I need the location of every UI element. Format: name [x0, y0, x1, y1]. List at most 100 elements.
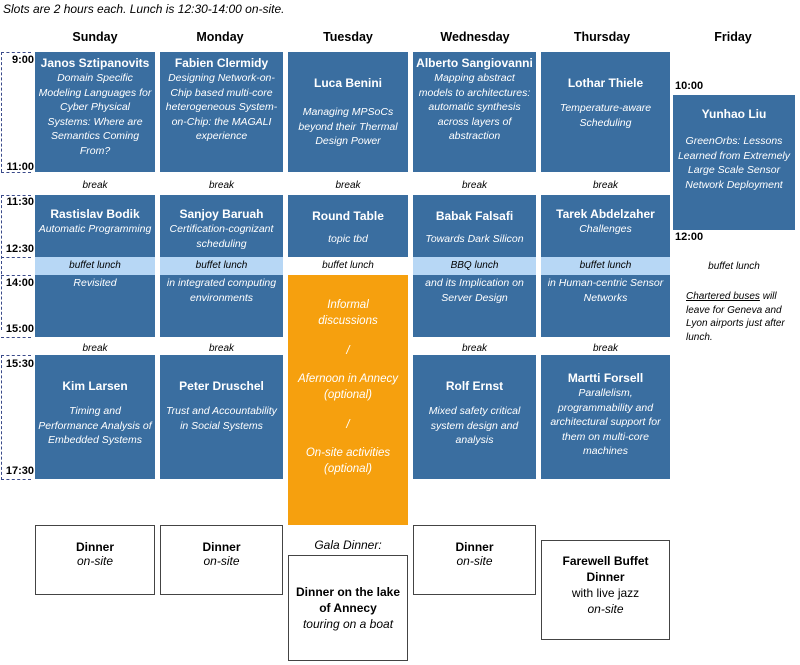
dinner-title: Dinner: [455, 540, 494, 554]
session-monday-afternoon[interactable]: Peter Druschel Trust and Accountability …: [160, 355, 283, 479]
bus-link[interactable]: Chartered buses: [686, 291, 760, 302]
break-label: break: [82, 343, 108, 354]
session-tuesday-midday[interactable]: Round Table topic tbd: [288, 195, 408, 257]
session-thursday-afternoon[interactable]: Martti Forsell Parallelism, programmabil…: [541, 355, 670, 479]
break-label: break: [461, 180, 487, 191]
time-axis-3: [1, 355, 2, 480]
dinner-sub: on-site: [587, 602, 624, 616]
day-friday: Friday: [714, 30, 752, 44]
session-wednesday-midday[interactable]: Babak Falsafi Towards Dark Silicon: [413, 195, 536, 257]
speaker-name: Tarek Abdelzaher: [556, 207, 655, 221]
talk-title: Temperature-aware Scheduling: [559, 102, 652, 129]
session-monday-morning[interactable]: Fabien Clermidy Designing Network-on-Chi…: [160, 52, 283, 172]
break-label: break: [592, 180, 618, 191]
talk-title: Mixed safety critical system design and …: [428, 405, 521, 446]
session-thursday-midday[interactable]: Tarek Abdelzaher Challenges: [541, 195, 670, 257]
schedule-note: Slots are 2 hours each. Lunch is 12:30-1…: [3, 2, 285, 16]
talk-title: Challenges: [579, 223, 632, 235]
time-label-fri-1200: 12:00: [675, 231, 704, 243]
time-label-fri-1000: 10:00: [675, 80, 704, 92]
speaker-name: Fabien Clermidy: [174, 56, 269, 70]
speaker-name: Babak Falsafi: [435, 209, 514, 223]
speaker-name: Janos Sztipanovits: [40, 56, 150, 70]
speaker-name: Lothar Thiele: [567, 76, 644, 90]
break-label: break: [82, 180, 108, 191]
dinner-title: Dinner: [202, 540, 241, 554]
talk-title: topic tbd: [328, 233, 368, 245]
break-label: break: [592, 343, 618, 354]
lunch-wednesday: BBQ lunch: [413, 257, 536, 275]
dinner-sunday: Dinner on-site: [35, 525, 155, 595]
dinner-title: Farewell Buffet Dinner: [562, 554, 649, 584]
time-label-1130: 11:30: [6, 196, 34, 208]
session-wednesday-afternoon[interactable]: Rolf Ernst Mixed safety critical system …: [413, 355, 536, 479]
time-dash: [1, 479, 31, 480]
dinner-sub: on-site: [76, 554, 114, 568]
session-thursday-morning[interactable]: Lothar Thiele Temperature-aware Scheduli…: [541, 52, 670, 172]
session-monday-continued[interactable]: in integrated computing environments: [160, 275, 283, 337]
break-label: break: [335, 180, 361, 191]
friday-lunch: buffet lunch: [708, 261, 760, 272]
time-label-1500: 15:00: [5, 323, 34, 335]
tuesday-afternoon-activities[interactable]: Informal discussions / Afernoon in Annec…: [288, 275, 408, 525]
time-axis-1: [1, 52, 2, 172]
session-thursday-continued[interactable]: in Human-centric Sensor Networks: [541, 275, 670, 337]
time-label-1730: 17:30: [5, 465, 34, 477]
talk-title: Domain Specific Modeling Languages for C…: [38, 72, 152, 157]
talk-title: Trust and Accountability in Social Syste…: [166, 405, 277, 432]
break-label: break: [461, 343, 487, 354]
dinner-title: Dinner on the lake of Annecy: [295, 585, 401, 615]
lunch-sunday: buffet lunch: [35, 257, 155, 275]
activity-onsite: On-site activities (optional): [305, 447, 391, 475]
session-friday-morning[interactable]: Yunhao Liu GreenOrbs: Lessons Learned fr…: [673, 95, 795, 230]
dinner-wednesday: Dinner on-site: [413, 525, 536, 595]
session-sunday-morning[interactable]: Janos Sztipanovits Domain Specific Model…: [35, 52, 155, 172]
break-label: break: [208, 180, 234, 191]
time-dash: [1, 52, 31, 53]
dinner-sub: touring on a boat: [302, 617, 394, 631]
bus-note-text: will leave for Geneva and Lyon airports …: [686, 291, 785, 343]
day-wednesday: Wednesday: [440, 30, 510, 44]
time-label-0900: 9:00: [11, 54, 34, 66]
gala-dinner-label: Gala Dinner:: [314, 538, 382, 552]
session-sunday-midday[interactable]: Rastislav Bodik Automatic Programming: [35, 195, 155, 257]
time-dash: [1, 337, 31, 338]
talk-title: Automatic Programming: [38, 223, 152, 235]
talk-title: Towards Dark Silicon: [425, 233, 524, 245]
session-wednesday-morning[interactable]: Alberto Sangiovanni Mapping abstract mod…: [413, 52, 536, 172]
time-dash: [1, 257, 31, 258]
speaker-name: Kim Larsen: [62, 379, 128, 393]
session-sunday-afternoon[interactable]: Kim Larsen Timing and Performance Analys…: [35, 355, 155, 479]
time-dash: [1, 275, 31, 276]
activity-annecy: Afernoon in Annecy (optional): [298, 373, 398, 401]
lunch-tuesday: buffet lunch: [288, 257, 408, 275]
time-label-1100: 11:00: [6, 161, 34, 173]
talk-title: Mapping abstract models to architectures…: [418, 72, 531, 142]
session-wednesday-continued[interactable]: and its Implication on Server Design: [413, 275, 536, 337]
session-sunday-continued[interactable]: Revisited: [35, 275, 155, 337]
speaker-name: Martti Forsell: [567, 371, 644, 385]
session-tuesday-morning[interactable]: Luca Benini Managing MPSoCs beyond their…: [288, 52, 408, 172]
session-monday-midday[interactable]: Sanjoy Baruah Certification-cognizant sc…: [160, 195, 283, 257]
day-monday: Monday: [196, 30, 244, 44]
dinner-sub: on-site: [203, 554, 240, 568]
talk-title: Managing MPSoCs beyond their Thermal Des…: [298, 106, 398, 147]
time-dash: [1, 172, 31, 173]
separator: /: [346, 345, 350, 357]
speaker-name: Luca Benini: [313, 76, 382, 90]
lunch-monday: buffet lunch: [160, 257, 283, 275]
day-thursday: Thursday: [573, 30, 631, 44]
speaker-name: Peter Druschel: [179, 379, 264, 393]
time-axis-2: [1, 195, 2, 330]
dinner-sub: on-site: [456, 554, 493, 568]
day-tuesday: Tuesday: [323, 30, 373, 44]
talk-title: Parallelism, programmability and archite…: [550, 387, 661, 457]
talk-title: Certification-cognizant scheduling: [169, 223, 274, 250]
separator: /: [346, 419, 350, 431]
speaker-name: Rastislav Bodik: [50, 207, 140, 221]
dinner-thursday: Farewell Buffet Dinner with live jazz on…: [541, 540, 670, 640]
speaker-name: Alberto Sangiovanni: [416, 56, 533, 70]
dinner-monday: Dinner on-site: [160, 525, 283, 595]
time-label-1230: 12:30: [5, 243, 34, 255]
break-label: break: [208, 343, 234, 354]
